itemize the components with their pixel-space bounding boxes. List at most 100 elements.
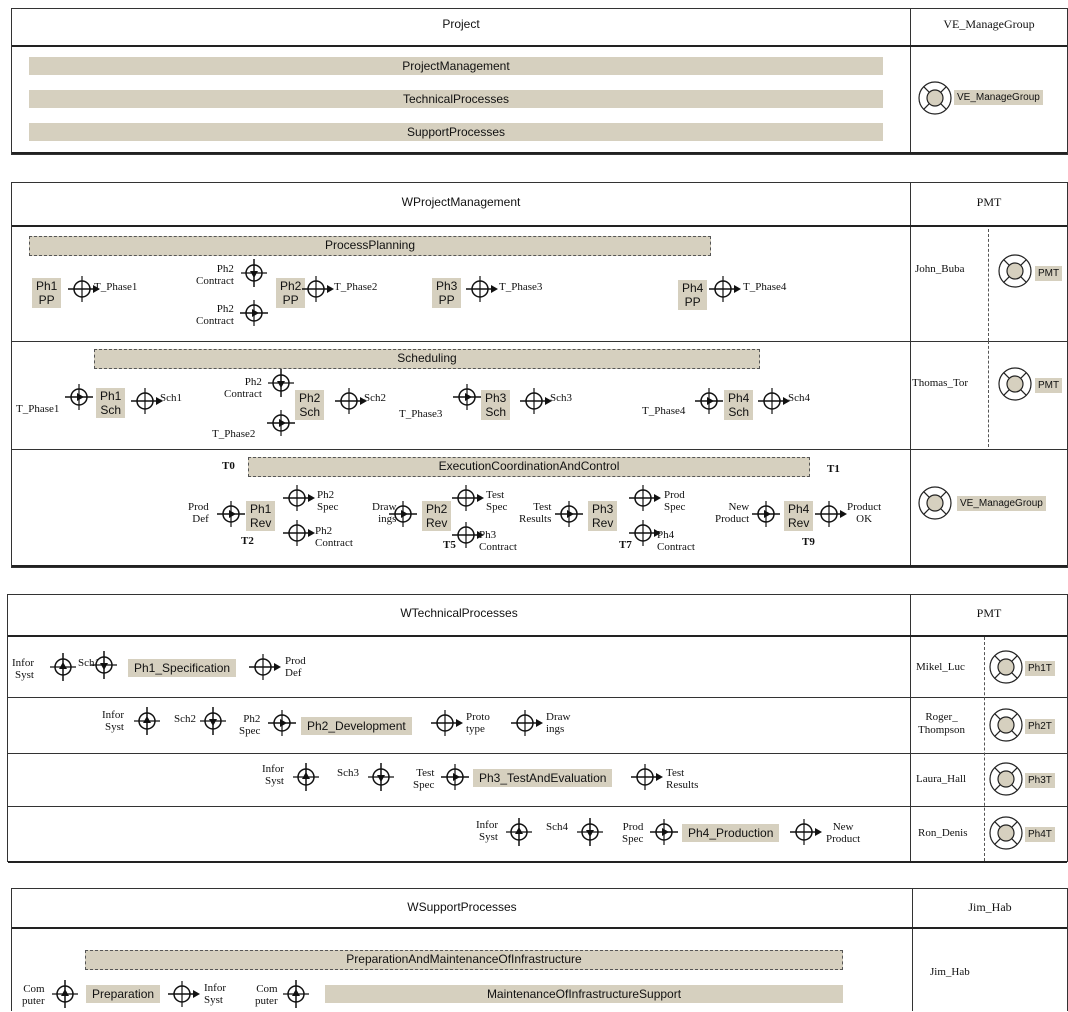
task-ph3-sch[interactable]: Ph3 Sch <box>481 390 511 420</box>
role-label-pmt-1: PMT <box>1035 266 1063 281</box>
role-label-ph3t: Ph3T <box>1025 773 1055 788</box>
label-infor-syst-3: Infor Syst <box>262 763 284 787</box>
task-ph1-sch[interactable]: Ph1 Sch <box>96 388 126 418</box>
task-ph2-pp[interactable]: Ph2 PP <box>276 278 306 308</box>
wsp-lane-1 <box>12 927 1067 1011</box>
input-connector-icon <box>577 818 603 846</box>
wtp-resource-header: PMT <box>976 606 1002 620</box>
output-connector-icon <box>629 520 661 546</box>
label-sch4-t: Sch4 <box>546 821 568 833</box>
output-connector-icon <box>629 485 661 511</box>
label-test-results-a: Test Results <box>519 501 552 525</box>
input-connector-icon <box>506 818 532 846</box>
project-bar-management[interactable]: ProjectManagement <box>29 57 883 75</box>
task-ph2-development[interactable]: Ph2_Development <box>301 717 412 735</box>
label-drawings-a: Draw ings <box>372 501 397 525</box>
project-bar-technical[interactable]: TechnicalProcesses <box>29 90 883 108</box>
wtp-icons <box>50 651 822 846</box>
task-ph2-rev[interactable]: Ph2 Rev <box>422 501 452 531</box>
wpm-bar-process-planning[interactable]: ProcessPlanning <box>29 236 711 256</box>
label-prod-spec-t: Prod Spec <box>622 821 644 845</box>
role-label-ph4t: Ph4T <box>1025 827 1055 842</box>
input-connector-icon <box>134 707 160 735</box>
wpm-bar-scheduling[interactable]: Scheduling <box>94 349 760 369</box>
wpm-bar-execution[interactable]: ExecutionCoordinationAndControl <box>248 457 810 477</box>
label-product-ok: Product OK <box>847 501 882 525</box>
label-prod-def-t: Prod Def <box>285 655 306 679</box>
wtp-lane-1 <box>8 635 1067 697</box>
output-connector-icon <box>520 388 552 414</box>
task-ph1-specification[interactable]: Ph1_Specification <box>128 659 237 677</box>
label-computer-2: Com puter <box>255 983 278 1007</box>
output-connector-icon <box>452 485 484 511</box>
output-connector-icon <box>466 276 498 302</box>
role-label-ph2t: Ph2T <box>1025 719 1055 734</box>
wtp-divider <box>910 595 911 861</box>
wpm-title: WProjectManagement <box>401 195 521 209</box>
output-connector-icon <box>709 276 741 302</box>
label-drawings-t: Draw ings <box>546 711 571 735</box>
wtp-lane-2 <box>8 697 1067 753</box>
task-ph4-pp[interactable]: Ph4 PP <box>678 280 708 310</box>
label-t-phase2: T_Phase2 <box>334 281 378 293</box>
wpm-lane-1 <box>12 225 1067 343</box>
task-ph3-rev[interactable]: Ph3 Rev <box>588 501 618 531</box>
label-ph2-contract-c: Ph2 Contract <box>224 376 262 400</box>
label-test-spec-a: Test Spec <box>486 489 508 513</box>
task-ph3-test[interactable]: Ph3_TestAndEvaluation <box>473 769 613 787</box>
wsp-resource-header: Jim_Hab <box>968 900 1012 914</box>
role-icon <box>998 254 1032 288</box>
input-connector-icon <box>389 501 417 527</box>
task-ph4-sch[interactable]: Ph4 Sch <box>724 390 754 420</box>
input-connector-icon <box>555 501 583 527</box>
wtp-lane-4 <box>8 806 1067 863</box>
wsp-bar-preparation-maintenance[interactable]: PreparationAndMaintenanceOfInfrastructur… <box>85 950 843 970</box>
input-connector-icon <box>241 259 267 287</box>
person-laura-hall: Laura_Hall <box>916 773 967 785</box>
task-ph4-rev[interactable]: Ph4 Rev <box>784 501 814 531</box>
label-infor-syst-s: Infor Syst <box>204 982 226 1006</box>
input-connector-icon <box>50 653 76 681</box>
label-prototype: Proto type <box>466 711 490 735</box>
input-connector-icon <box>368 763 394 791</box>
project-role-label: VE_ManageGroup <box>954 90 1043 105</box>
output-connector-icon <box>452 522 484 548</box>
input-connector-icon <box>650 819 678 845</box>
output-connector-icon <box>68 276 100 302</box>
person-thomas-tor: Thomas_Tor <box>912 377 969 389</box>
label-t2: T2 <box>241 535 254 547</box>
lane2-dash <box>988 341 989 447</box>
wtp-frame: WTechnicalProcesses PMT Ph1_Specificatio… <box>7 594 1068 863</box>
output-connector-icon <box>431 710 463 736</box>
input-connector-icon <box>752 501 780 527</box>
label-t-phase3: T_Phase3 <box>499 281 543 293</box>
role-icon <box>918 486 952 520</box>
task-ph1-rev[interactable]: Ph1 Rev <box>246 501 276 531</box>
input-connector-icon <box>441 764 469 790</box>
role-label-pmt-2: PMT <box>1035 378 1063 393</box>
output-connector-icon <box>335 388 367 414</box>
project-bar-support[interactable]: SupportProcesses <box>29 123 883 141</box>
task-ph3-pp[interactable]: Ph3 PP <box>432 278 462 308</box>
output-connector-icon <box>283 520 315 546</box>
wpm-divider <box>910 183 911 567</box>
output-connector-icon <box>758 388 790 414</box>
label-sch3-t: Sch3 <box>337 767 359 779</box>
task-ph1-pp[interactable]: Ph1 PP <box>32 278 62 308</box>
task-ph2-sch[interactable]: Ph2 Sch <box>295 390 325 420</box>
wtp-title: WTechnicalProcesses <box>400 606 518 620</box>
label-t0: T0 <box>222 460 235 472</box>
label-test-results-t: Test Results <box>666 767 699 791</box>
label-sch4: Sch4 <box>788 392 810 404</box>
label-ph2-spec-t: Ph2 Spec <box>239 713 261 737</box>
person-ron-denis: Ron_Denis <box>918 827 968 839</box>
task-maintenance-infrastructure[interactable]: MaintenanceOfInfrastructureSupport <box>325 985 843 1003</box>
label-sch1-t: Sch1 <box>78 657 100 669</box>
label-test-spec-t: Test Spec <box>413 767 435 791</box>
label-ph2-contract-a: Ph2 Contract <box>196 263 234 287</box>
task-ph4-production[interactable]: Ph4_Production <box>682 824 780 842</box>
input-connector-icon <box>200 707 226 735</box>
task-preparation[interactable]: Preparation <box>86 985 161 1003</box>
role-icon <box>998 367 1032 401</box>
wsp-frame: WSupportProcesses Jim_Hab PreparationAnd… <box>11 888 1068 1011</box>
